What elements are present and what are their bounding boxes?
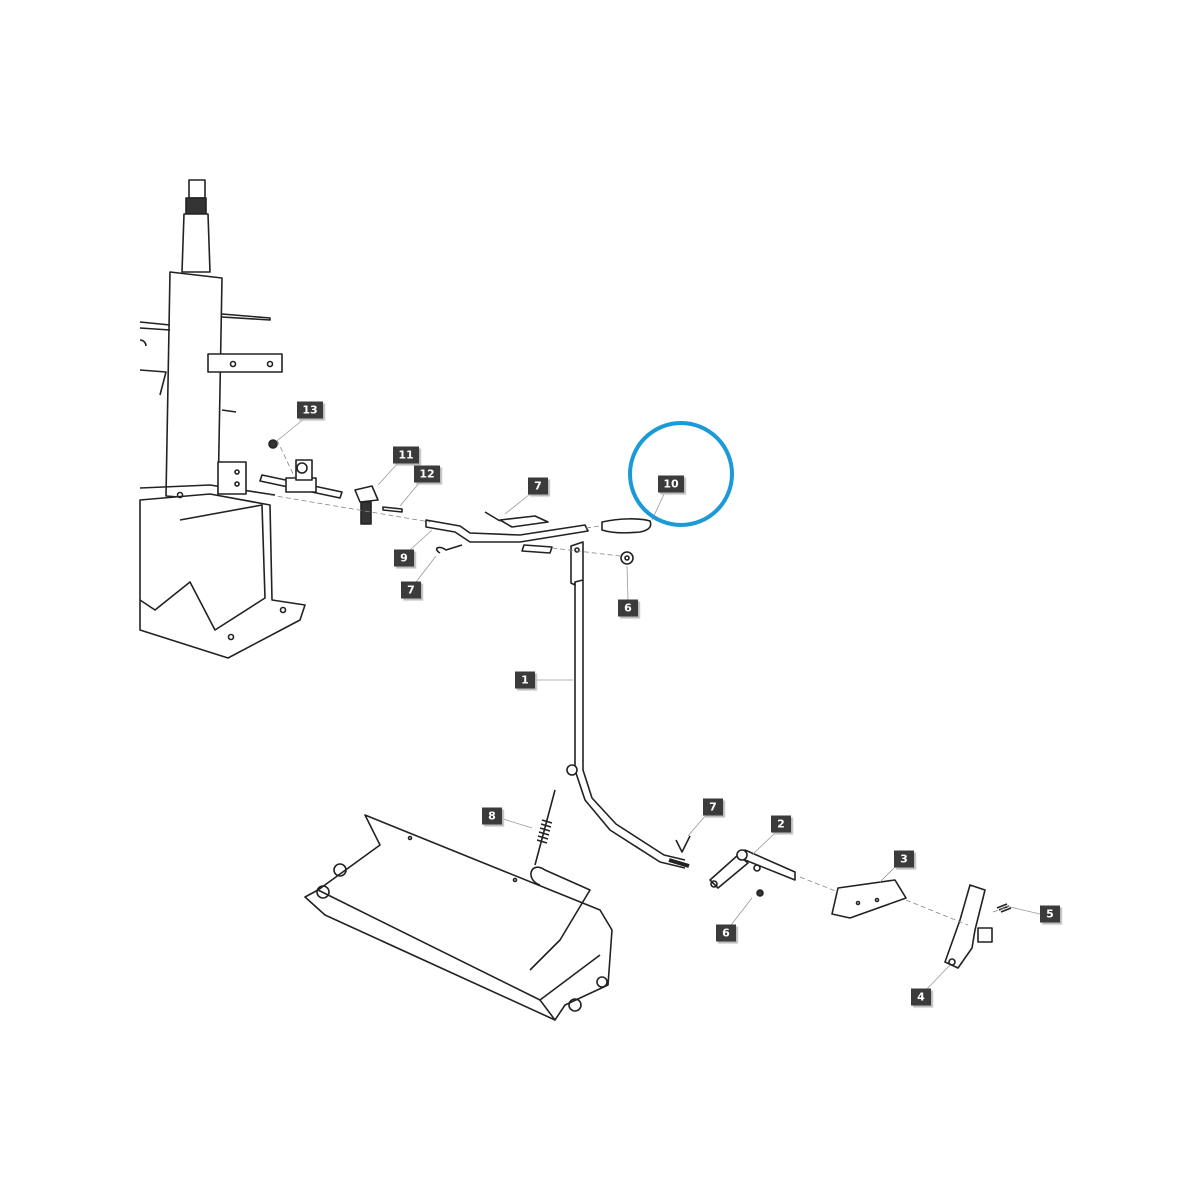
highlight-circle xyxy=(628,421,734,527)
callout-9[interactable]: 9 xyxy=(394,549,414,567)
washer xyxy=(620,551,634,565)
bracket-plate xyxy=(831,879,907,919)
pedal-rod xyxy=(566,541,690,869)
callout-7[interactable]: 7 xyxy=(401,581,421,599)
steering-column xyxy=(139,179,306,659)
callout-7[interactable]: 7 xyxy=(703,798,723,816)
callout-6[interactable]: 6 xyxy=(618,599,638,617)
bracket-11 xyxy=(354,485,403,525)
pedal-plate xyxy=(304,814,613,1021)
callout-10[interactable]: 10 xyxy=(658,475,684,493)
callout-2[interactable]: 2 xyxy=(771,815,791,833)
crank-arm xyxy=(675,835,796,889)
callout-13[interactable]: 13 xyxy=(297,401,323,419)
leader-lines xyxy=(269,439,1006,926)
callout-12[interactable]: 12 xyxy=(414,465,440,483)
callout-11[interactable]: 11 xyxy=(393,446,419,464)
handle-grip xyxy=(601,518,652,534)
pivot-rod xyxy=(259,439,343,499)
callout-5[interactable]: 5 xyxy=(1040,905,1060,923)
callout-4[interactable]: 4 xyxy=(911,988,931,1006)
lever-shaft xyxy=(425,511,589,554)
ratchet-lever xyxy=(944,884,993,969)
washer xyxy=(756,889,764,897)
callout-3[interactable]: 3 xyxy=(894,850,914,868)
callout-8[interactable]: 8 xyxy=(482,807,502,825)
spring xyxy=(534,789,556,866)
callout-1[interactable]: 1 xyxy=(515,671,535,689)
callout-7[interactable]: 7 xyxy=(528,477,548,495)
callout-leaders xyxy=(277,417,1041,991)
callout-6[interactable]: 6 xyxy=(716,924,736,942)
